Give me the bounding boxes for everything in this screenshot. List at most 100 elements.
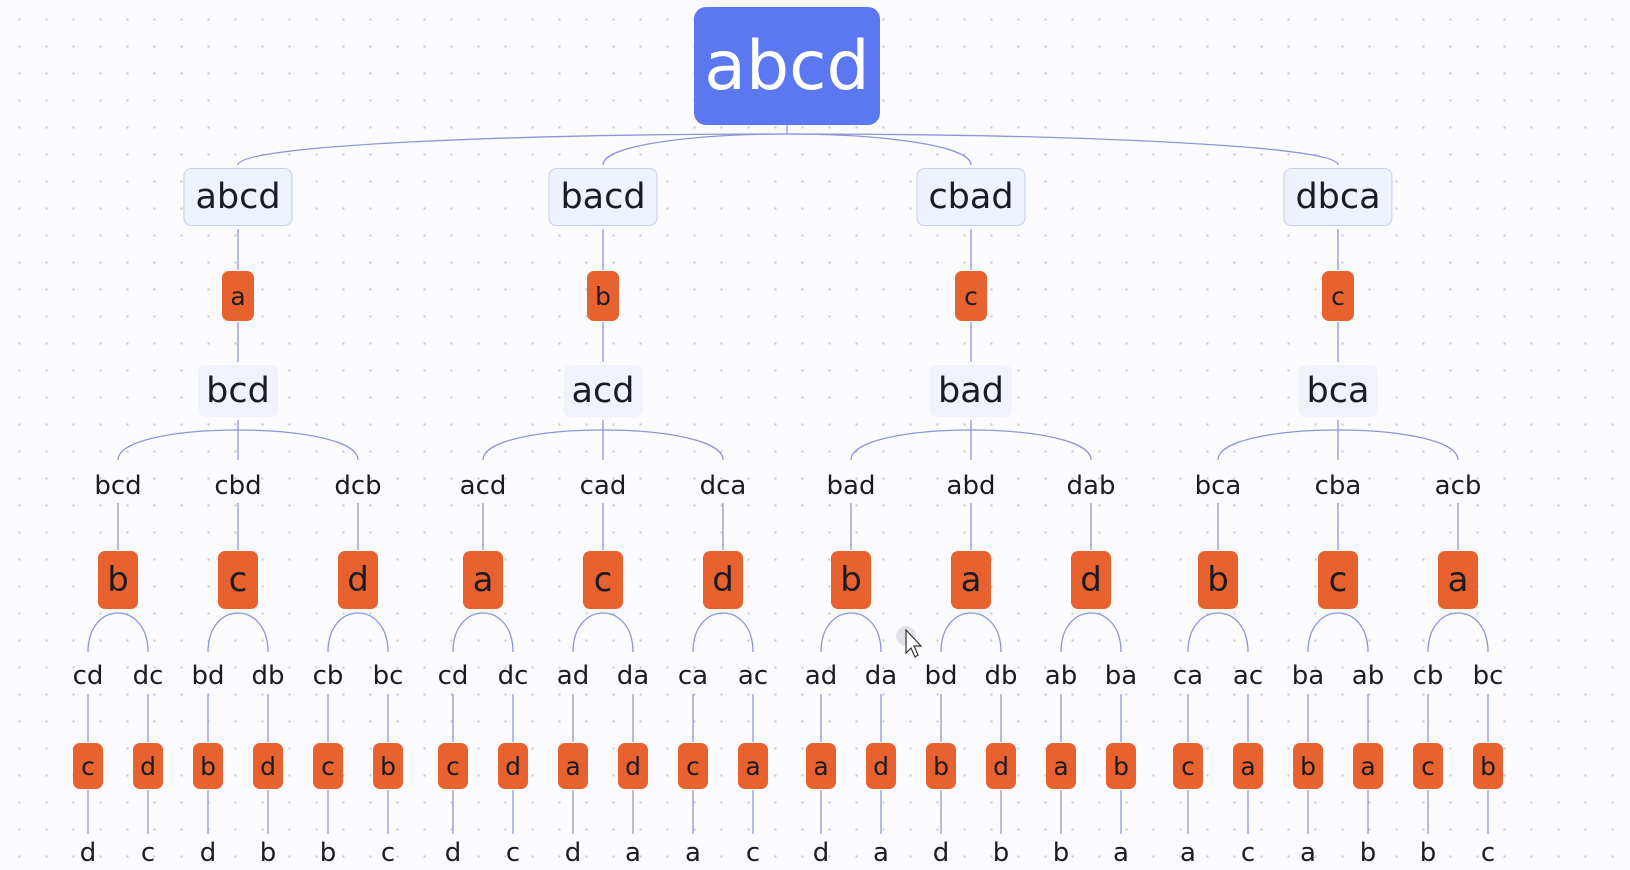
leaf-label[interactable]: b <box>1359 838 1377 868</box>
pair-label[interactable]: dc <box>497 661 529 691</box>
final-chip[interactable]: a <box>558 743 588 789</box>
leaf-label[interactable]: c <box>505 838 521 868</box>
final-chip[interactable]: d <box>133 743 163 789</box>
pair-label[interactable]: ca <box>1172 661 1204 691</box>
final-chip[interactable]: a <box>806 743 836 789</box>
pivot-chip[interactable]: a <box>222 271 254 321</box>
pair-label[interactable]: ab <box>1351 661 1385 691</box>
pair-label[interactable]: ad <box>804 661 838 691</box>
pair-label[interactable]: da <box>616 661 650 691</box>
permutation-label[interactable]: bcd <box>94 471 142 501</box>
leaf-label[interactable]: a <box>685 838 701 868</box>
pair-label[interactable]: ba <box>1291 661 1325 691</box>
leaf-label[interactable]: a <box>625 838 641 868</box>
pivot-chip[interactable]: c <box>1322 271 1354 321</box>
swap-chip[interactable]: c <box>218 551 258 609</box>
swap-chip[interactable]: b <box>831 551 871 609</box>
leaf-label[interactable]: b <box>1052 838 1070 868</box>
permutation-label[interactable]: acb <box>1434 471 1482 501</box>
swap-chip[interactable]: d <box>703 551 743 609</box>
branch-node[interactable]: dbca <box>1283 168 1393 226</box>
leaf-label[interactable]: c <box>140 838 156 868</box>
swap-chip[interactable]: a <box>951 551 991 609</box>
final-chip[interactable]: b <box>1106 743 1136 789</box>
final-chip[interactable]: b <box>373 743 403 789</box>
permutation-label[interactable]: bad <box>826 471 876 501</box>
leaf-label[interactable]: c <box>1240 838 1256 868</box>
final-chip[interactable]: c <box>73 743 103 789</box>
pair-label[interactable]: cb <box>1412 661 1444 691</box>
remainder-node[interactable]: bcd <box>198 365 278 417</box>
leaf-label[interactable]: d <box>564 838 582 868</box>
remainder-node[interactable]: acd <box>563 365 643 417</box>
pair-label[interactable]: bc <box>372 661 404 691</box>
permutation-label[interactable]: cbd <box>214 471 262 501</box>
swap-chip[interactable]: b <box>98 551 138 609</box>
pair-label[interactable]: ba <box>1104 661 1138 691</box>
final-chip[interactable]: b <box>1293 743 1323 789</box>
leaf-label[interactable]: b <box>992 838 1010 868</box>
final-chip[interactable]: a <box>1046 743 1076 789</box>
leaf-label[interactable]: d <box>932 838 950 868</box>
pair-label[interactable]: db <box>984 661 1018 691</box>
leaf-label[interactable]: d <box>79 838 97 868</box>
final-chip[interactable]: d <box>866 743 896 789</box>
pair-label[interactable]: dc <box>132 661 164 691</box>
remainder-node[interactable]: bca <box>1298 365 1378 417</box>
leaf-label[interactable]: a <box>1113 838 1129 868</box>
permutation-label[interactable]: bca <box>1194 471 1242 501</box>
remainder-node[interactable]: bad <box>930 365 1012 417</box>
leaf-label[interactable]: a <box>1300 838 1316 868</box>
leaf-label[interactable]: c <box>380 838 396 868</box>
final-chip[interactable]: b <box>193 743 223 789</box>
leaf-label[interactable]: c <box>1480 838 1496 868</box>
leaf-label[interactable]: b <box>319 838 337 868</box>
final-chip[interactable]: d <box>253 743 283 789</box>
pair-label[interactable]: bd <box>924 661 958 691</box>
swap-chip[interactable]: d <box>1071 551 1111 609</box>
pair-label[interactable]: ad <box>556 661 590 691</box>
pair-label[interactable]: cd <box>437 661 469 691</box>
final-chip[interactable]: c <box>1413 743 1443 789</box>
final-chip[interactable]: a <box>738 743 768 789</box>
pair-label[interactable]: ac <box>1232 661 1264 691</box>
swap-chip[interactable]: a <box>463 551 503 609</box>
pair-label[interactable]: ab <box>1044 661 1078 691</box>
final-chip[interactable]: a <box>1233 743 1263 789</box>
final-chip[interactable]: c <box>313 743 343 789</box>
pair-label[interactable]: bc <box>1472 661 1504 691</box>
final-chip[interactable]: b <box>1473 743 1503 789</box>
leaf-label[interactable]: d <box>812 838 830 868</box>
permutation-label[interactable]: dab <box>1066 471 1116 501</box>
pair-label[interactable]: db <box>251 661 285 691</box>
leaf-label[interactable]: d <box>199 838 217 868</box>
permutation-label[interactable]: cba <box>1314 471 1362 501</box>
leaf-label[interactable]: a <box>1180 838 1196 868</box>
final-chip[interactable]: d <box>618 743 648 789</box>
pair-label[interactable]: bd <box>191 661 225 691</box>
root-node[interactable]: abcd <box>694 7 880 125</box>
permutation-label[interactable]: acd <box>459 471 507 501</box>
leaf-label[interactable]: b <box>259 838 277 868</box>
final-chip[interactable]: a <box>1353 743 1383 789</box>
leaf-label[interactable]: c <box>745 838 761 868</box>
permutation-label[interactable]: dcb <box>334 471 382 501</box>
final-chip[interactable]: c <box>678 743 708 789</box>
swap-chip[interactable]: c <box>583 551 623 609</box>
final-chip[interactable]: c <box>1173 743 1203 789</box>
pair-label[interactable]: ca <box>677 661 709 691</box>
swap-chip[interactable]: b <box>1198 551 1238 609</box>
branch-node[interactable]: cbad <box>916 168 1026 226</box>
permutation-label[interactable]: dca <box>699 471 747 501</box>
pair-label[interactable]: ac <box>737 661 769 691</box>
branch-node[interactable]: abcd <box>183 168 293 226</box>
swap-chip[interactable]: d <box>338 551 378 609</box>
permutation-label[interactable]: abd <box>946 471 996 501</box>
pair-label[interactable]: da <box>864 661 898 691</box>
swap-chip[interactable]: c <box>1318 551 1358 609</box>
swap-chip[interactable]: a <box>1438 551 1478 609</box>
final-chip[interactable]: b <box>926 743 956 789</box>
leaf-label[interactable]: d <box>444 838 462 868</box>
branch-node[interactable]: bacd <box>548 168 658 226</box>
leaf-label[interactable]: a <box>873 838 889 868</box>
